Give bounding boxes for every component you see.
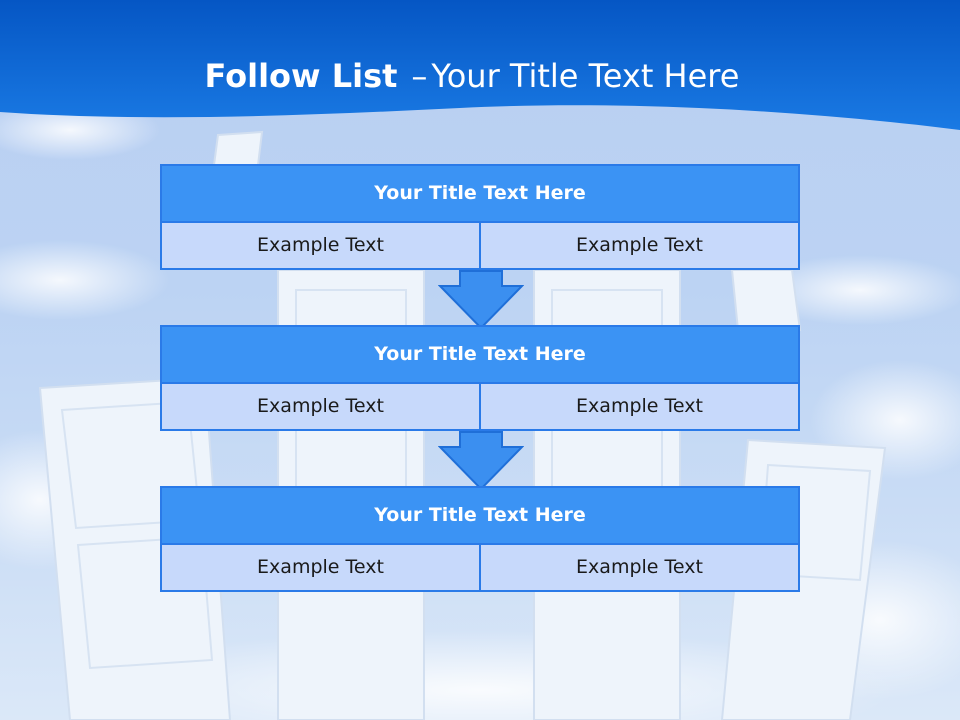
block-title: Your Title Text Here [162,166,798,221]
down-arrow-icon [438,270,524,330]
title-rest: Your Title Text Here [431,57,740,95]
block-cell-left: Example Text [162,223,479,268]
list-block-3: Your Title Text Here Example Text Exampl… [160,486,800,592]
title-bold-part: Follow List [204,57,398,95]
block-title: Your Title Text Here [162,488,798,543]
down-arrow-icon [438,431,524,491]
block-title: Your Title Text Here [162,327,798,382]
block-cell-left: Example Text [162,545,479,590]
block-cell-left: Example Text [162,384,479,429]
block-cell-right: Example Text [481,223,798,268]
title-dash: – [411,57,428,95]
block-cell-right: Example Text [481,384,798,429]
slide-title: Follow List–Your Title Text Here [0,54,944,98]
block-cell-right: Example Text [481,545,798,590]
list-block-2: Your Title Text Here Example Text Exampl… [160,325,800,431]
list-block-1: Your Title Text Here Example Text Exampl… [160,164,800,270]
